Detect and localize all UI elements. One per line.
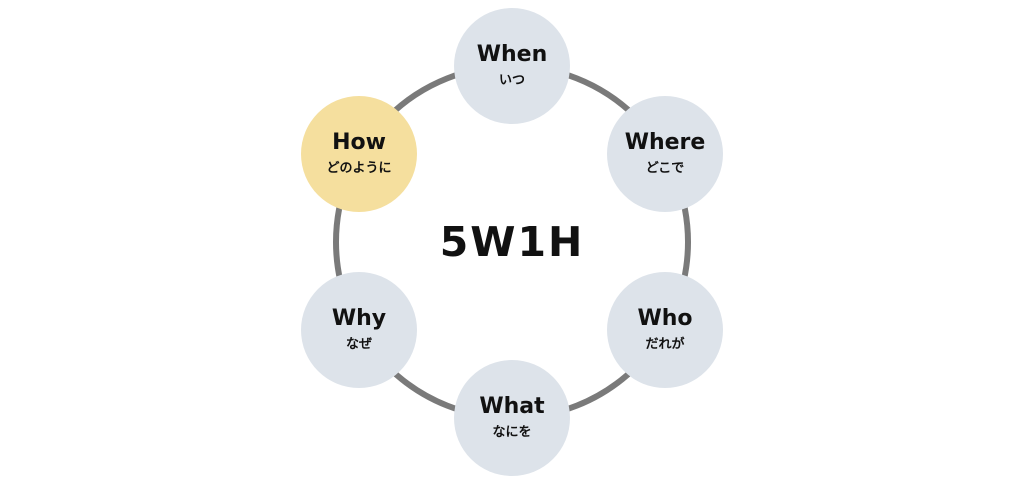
node-label: Where <box>624 130 706 155</box>
node-sublabel: どのように <box>326 161 392 176</box>
node-sublabel: なにを <box>492 425 532 440</box>
node-sublabel: なぜ <box>345 337 372 352</box>
node-label: How <box>332 130 386 155</box>
node-label: When <box>476 42 548 67</box>
node-who: Who だれが <box>607 272 723 388</box>
node-label: Why <box>331 306 387 331</box>
node-how: How どのように <box>301 96 417 212</box>
node-when: When いつ <box>454 8 570 124</box>
node-sublabel: どこで <box>645 161 685 176</box>
node-label: What <box>479 394 545 419</box>
node-why: Why なぜ <box>301 272 417 388</box>
node-sublabel: だれが <box>645 337 685 352</box>
center-title: 5W1H <box>439 218 585 266</box>
node-label: Who <box>637 306 693 331</box>
node-what: What なにを <box>454 360 570 476</box>
node-sublabel: いつ <box>498 73 525 88</box>
node-where: Where どこで <box>607 96 723 212</box>
